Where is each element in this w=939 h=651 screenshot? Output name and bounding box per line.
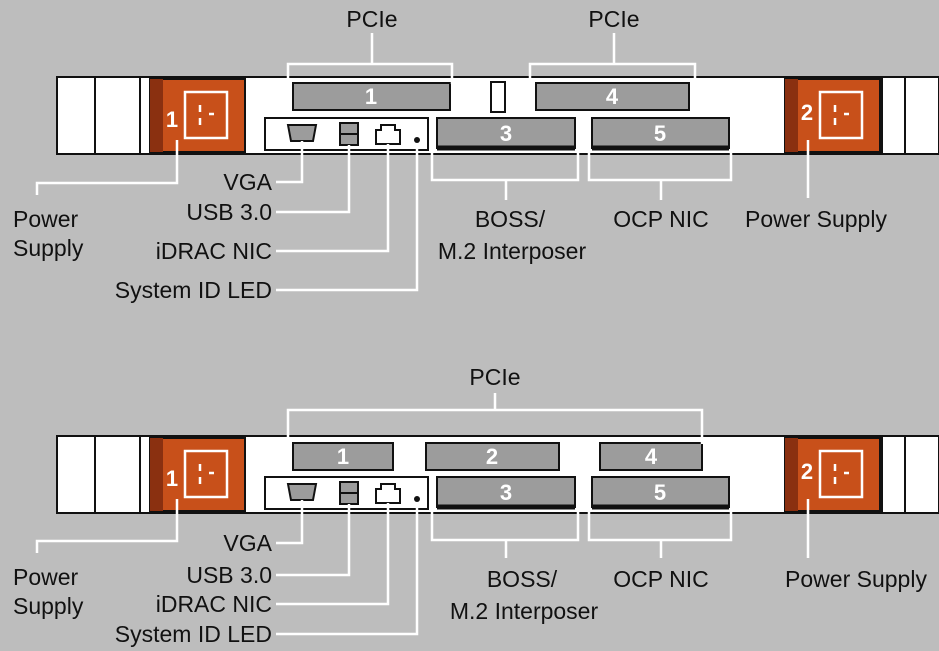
svg-text:1: 1 <box>337 444 349 469</box>
bottom-label-idrac: iDRAC NIC <box>156 591 272 617</box>
system-id-led-icon <box>414 496 420 502</box>
bottom-pcie-slot-1: 1 <box>292 442 394 471</box>
top-pcie-label-right: PCIe <box>588 6 639 32</box>
svg-text:3: 3 <box>500 480 512 505</box>
power-socket-icon <box>818 90 864 140</box>
system-id-led-icon <box>414 137 420 143</box>
svg-text:5: 5 <box>654 480 666 505</box>
bottom-pcie-bracket <box>286 393 704 444</box>
top-pcie-bracket-right <box>528 33 697 84</box>
top-callout-lines <box>35 140 810 292</box>
bottom-label-power-supply-right: Power Supply <box>785 566 927 592</box>
top-psu-1-number: 1 <box>166 107 178 132</box>
bottom-psu-2-number: 2 <box>801 459 813 484</box>
top-label-sysid: System ID LED <box>115 277 272 303</box>
power-socket-icon <box>818 449 864 499</box>
top-slot-5: 5 <box>591 117 730 151</box>
power-socket-icon <box>183 90 229 140</box>
top-pcie-slot-1: 1 <box>292 82 451 111</box>
top-pcie-slot-4: 4 <box>535 82 690 111</box>
bottom-label-sysid: System ID LED <box>115 621 272 647</box>
svg-text:1: 1 <box>365 84 377 109</box>
bottom-slot-3: 3 <box>436 476 576 510</box>
top-psu-2-number: 2 <box>801 100 813 125</box>
top-label-boss-1: BOSS/ <box>475 206 546 232</box>
usb-port-icon <box>339 481 359 505</box>
bottom-label-ocp: OCP NIC <box>613 566 708 592</box>
top-label-power-supply-right: Power Supply <box>745 206 887 232</box>
bottom-callout-lines <box>35 499 810 636</box>
svg-text:5: 5 <box>654 121 666 146</box>
top-psu-2: 2 <box>784 78 881 153</box>
bottom-label-usb: USB 3.0 <box>186 562 272 588</box>
bottom-psu-1-number: 1 <box>166 466 178 491</box>
bottom-label-vga: VGA <box>223 530 272 556</box>
power-socket-icon <box>183 449 229 499</box>
top-label-ocp: OCP NIC <box>613 206 708 232</box>
top-pcie-bracket-left <box>286 33 454 84</box>
top-label-usb: USB 3.0 <box>186 199 272 225</box>
usb-port-icon <box>339 122 359 146</box>
bottom-label-power-supply-left-1: Power <box>13 564 79 590</box>
bottom-pcie-slot-4: 4 <box>599 442 703 471</box>
top-label-boss-2: M.2 Interposer <box>438 238 587 264</box>
bottom-pcie-label: PCIe <box>469 364 520 390</box>
top-configuration: 1 2 1 4 <box>13 6 939 303</box>
bottom-label-boss-2: M.2 Interposer <box>450 598 599 624</box>
top-pcie-label-left: PCIe <box>346 6 397 32</box>
top-psu-1: 1 <box>149 78 246 153</box>
vga-port-icon <box>286 124 318 142</box>
top-label-power-supply-left-2: Supply <box>13 235 84 261</box>
svg-text:2: 2 <box>486 444 498 469</box>
top-label-vga: VGA <box>223 169 272 195</box>
bottom-label-power-supply-left-2: Supply <box>13 593 84 619</box>
bottom-label-boss-1: BOSS/ <box>487 566 558 592</box>
top-label-power-supply-left-1: Power <box>13 206 79 232</box>
bottom-psu-2: 2 <box>784 437 881 512</box>
top-label-idrac: iDRAC NIC <box>156 238 272 264</box>
ethernet-port-icon <box>375 124 401 145</box>
bottom-psu-1: 1 <box>149 437 246 512</box>
vga-port-icon <box>286 483 318 501</box>
bottom-configuration: 1 2 1 2 4 <box>13 364 939 647</box>
svg-text:4: 4 <box>606 84 619 109</box>
ethernet-port-icon <box>375 483 401 504</box>
svg-text:3: 3 <box>500 121 512 146</box>
top-center-post <box>490 81 506 113</box>
svg-text:4: 4 <box>645 444 658 469</box>
bottom-pcie-slot-2: 2 <box>425 442 560 471</box>
top-slot-3: 3 <box>436 117 576 151</box>
bottom-slot-5: 5 <box>591 476 730 510</box>
